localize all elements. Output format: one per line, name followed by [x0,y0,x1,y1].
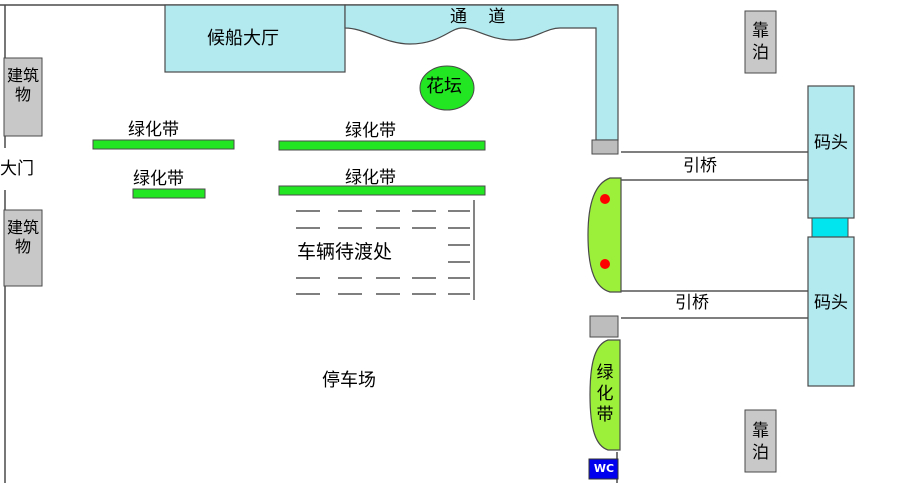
berth-top-label: 靠泊 [752,21,769,63]
wharf-connector [811,217,849,238]
wharf-2-label: 码头 [814,293,848,313]
approach-bridge-1-label: 引桥 [683,156,717,176]
corridor-end-block [591,139,619,155]
green-belt-3-label: 绿化带 [133,169,184,189]
flower-bed-label: 花坛 [426,76,462,97]
wc-block [588,458,619,480]
approach-bridge-2 [621,290,808,319]
berth-bottom [744,409,777,473]
green-belt-4 [278,185,486,196]
green-belt-vertical-label: 绿化带 [596,363,614,425]
passage-corridor [344,4,619,141]
building-top [3,57,43,137]
approach-bridge-2-label: 引桥 [675,293,709,313]
berth-bottom-label: 靠泊 [752,421,769,463]
vehicle-waiting-lanes [296,200,475,300]
wharf-2 [807,236,855,387]
ferry-pontoon [587,177,622,293]
wharf-1 [807,85,855,219]
flower-bed [419,65,475,111]
building-bottom-label: 建筑物 [6,218,39,256]
parking-lot-label: 停车场 [322,370,376,391]
green-belt-1-label: 绿化带 [128,120,179,140]
green-belt-2 [278,140,486,151]
wharf-1-label: 码头 [814,133,848,153]
green-belt-vertical [589,339,621,451]
green-belt-3 [132,188,206,199]
ferry-marker-bottom [600,259,610,269]
wc-label: WC [593,462,615,475]
waiting-hall-label: 候船大厅 [207,28,279,49]
waiting-hall [164,4,346,73]
main-gate-label: 大门 [0,159,34,179]
berth-top [744,10,777,74]
green-belt-1 [92,139,235,150]
building-bottom [3,209,43,287]
green-belt-4-label: 绿化带 [345,168,396,188]
building-top-label: 建筑物 [6,66,39,104]
approach-bridge-1 [621,151,808,181]
vehicle-waiting-label: 车辆待渡处 [296,241,394,263]
passage-label: 通 道 [450,7,514,27]
green-belt-vertical-cap [589,315,619,338]
ferry-marker-top [600,194,610,204]
green-belt-2-label: 绿化带 [345,121,396,141]
